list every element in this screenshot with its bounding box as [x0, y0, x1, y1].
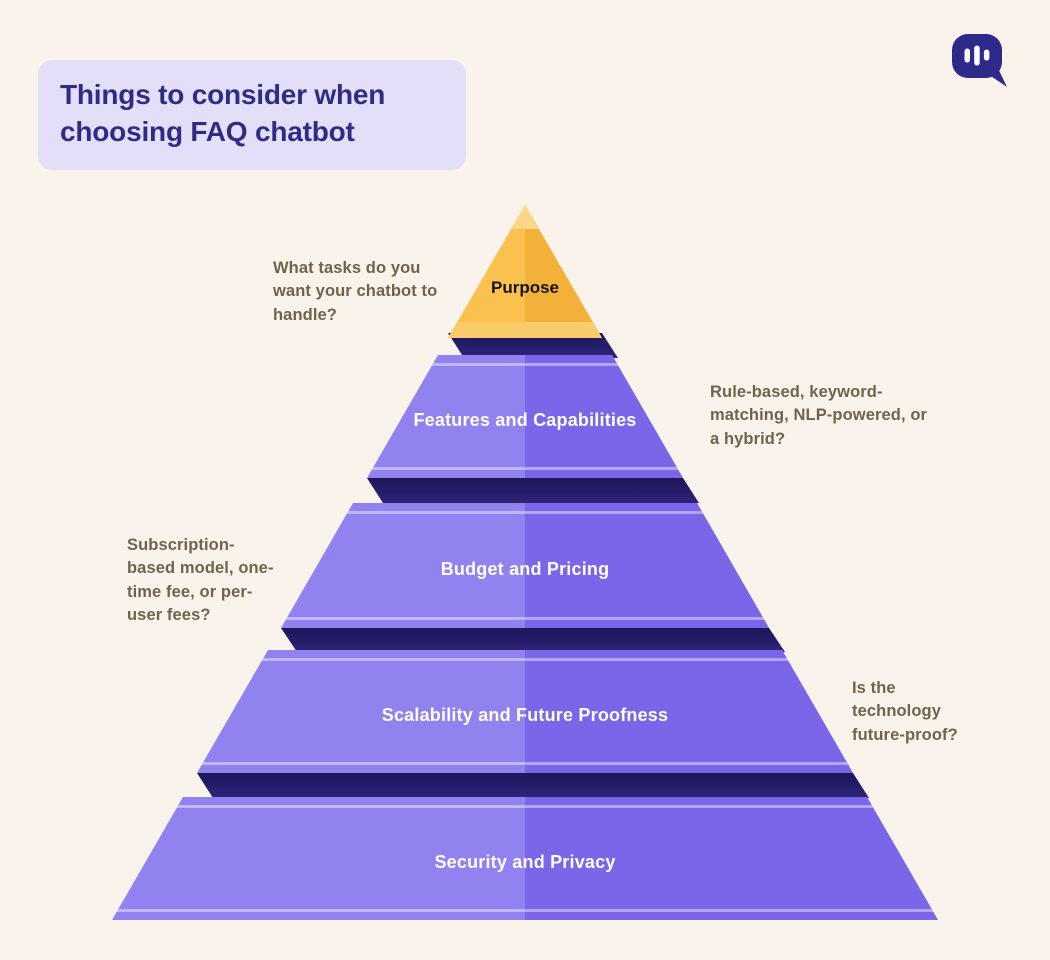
brand-logo — [950, 32, 1016, 95]
apex-highlight — [511, 205, 539, 229]
page-title: Things to consider when choosing FAQ cha… — [60, 79, 386, 147]
pyramid-tier-purpose: Purpose — [448, 205, 602, 338]
tier-top-line — [112, 805, 938, 808]
annotation-purpose: What tasks do you want your chatbot to h… — [273, 259, 438, 324]
tier-label: Security and Privacy — [434, 852, 616, 872]
pyramid-tier-security: Security and Privacy — [112, 797, 938, 920]
tier-bottom-line — [367, 467, 683, 470]
tier-bottom-line — [197, 762, 853, 765]
tier-label: Features and Capabilities — [413, 410, 637, 430]
annotation-features: Rule-based, keyword-matching, NLP-powere… — [710, 383, 928, 448]
tier-bottom-line — [112, 909, 938, 912]
tier-right-face — [525, 205, 602, 338]
tier-label: Purpose — [490, 278, 560, 297]
title-box: Things to consider when choosing FAQ cha… — [38, 60, 466, 170]
tier-shadow-4 — [197, 773, 869, 798]
tier-shadow-2 — [367, 478, 699, 503]
annotation-scalability: Is the technology future-proof? — [852, 679, 958, 744]
tier-shadow-3 — [281, 628, 785, 652]
tier-top-line — [197, 658, 853, 661]
tier-top-line — [367, 363, 683, 366]
tier-label: Budget and Pricing — [440, 559, 610, 579]
chat-bubble-logo — [952, 34, 1007, 87]
tier-label: Scalability and Future Proofness — [381, 705, 669, 725]
tier-right-face — [525, 797, 938, 920]
tier-bottom-line — [281, 617, 769, 620]
tier-top-line — [281, 511, 769, 514]
apex-base-band — [448, 322, 602, 338]
pyramid-tier-scalability: Scalability and Future Proofness — [197, 650, 853, 773]
annotation-budget: Subscription-based model, one-time fee, … — [127, 536, 274, 625]
pyramid-tier-features: Features and Capabilities — [367, 355, 683, 478]
pyramid-tier-budget: Budget and Pricing — [281, 503, 769, 628]
